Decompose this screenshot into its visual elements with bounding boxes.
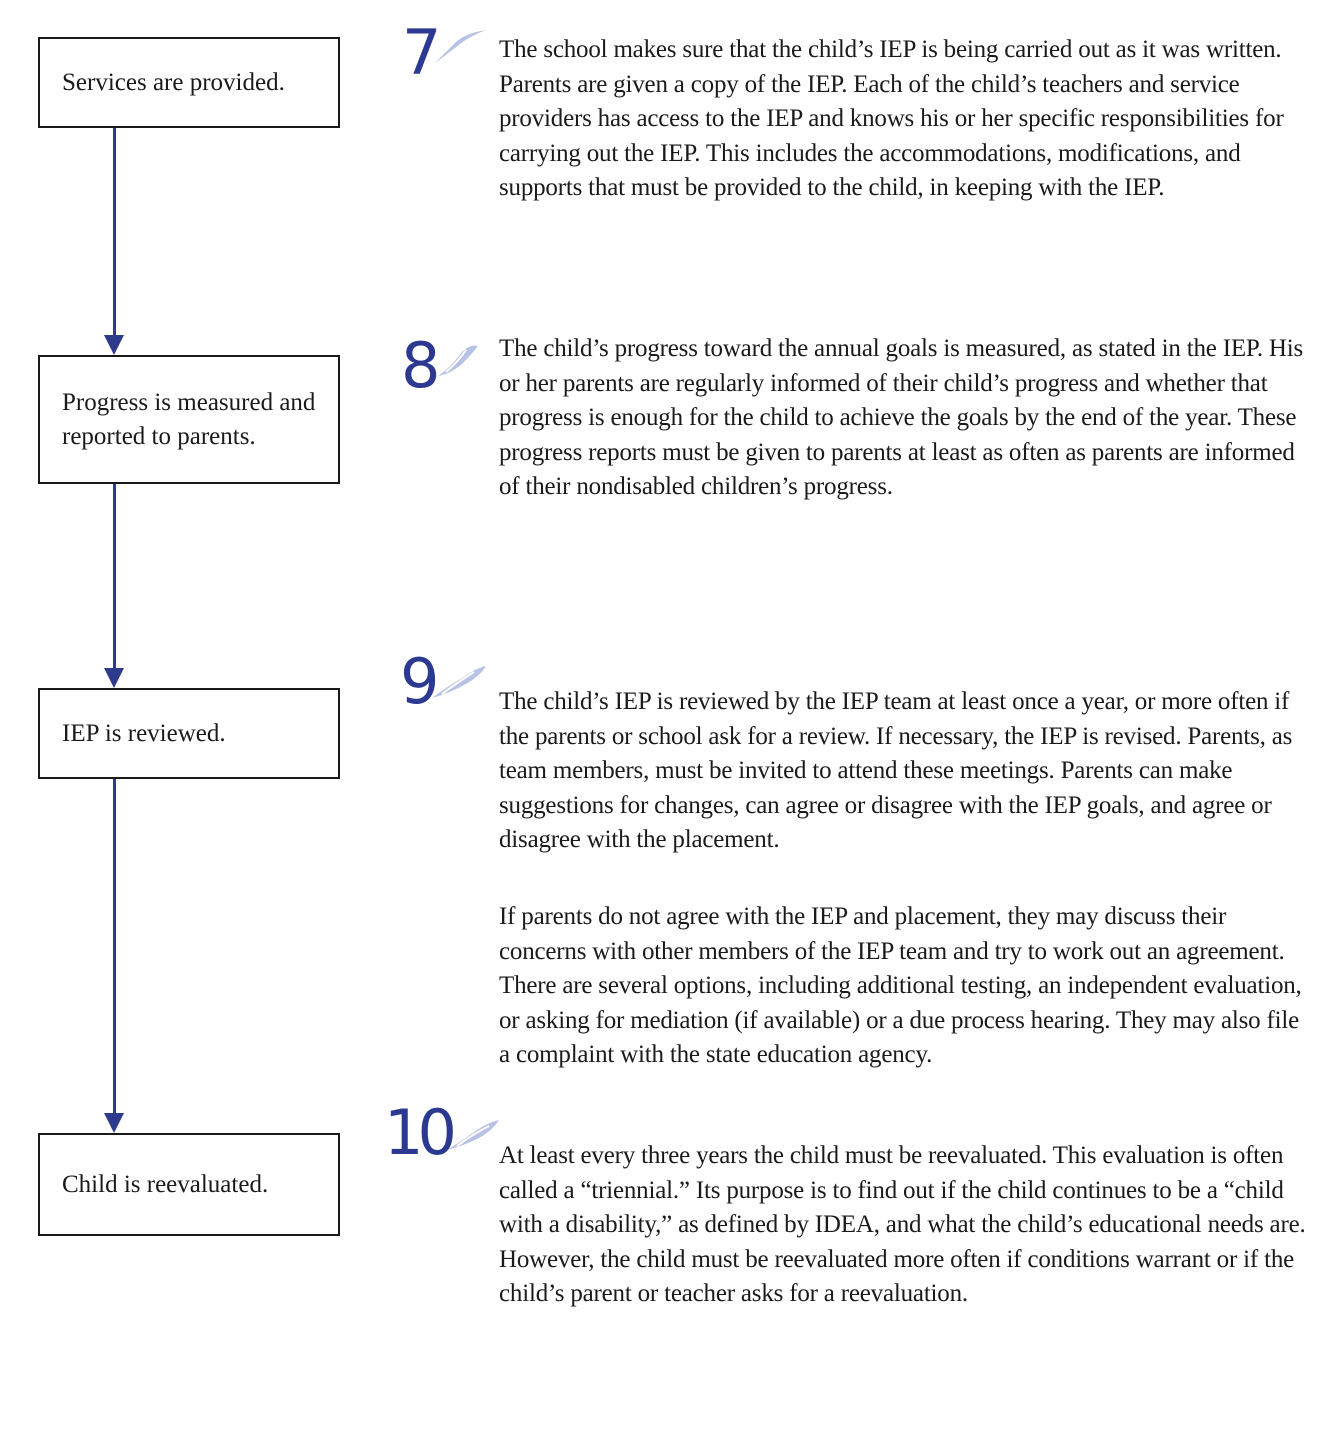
flow-box-label: Child is reevaluated. bbox=[62, 1170, 269, 1198]
swoosh-icon bbox=[438, 345, 478, 376]
step-paragraph: The child’s IEP is reviewed by the IEP t… bbox=[499, 688, 1293, 854]
step-paragraph: At least every three years the child mus… bbox=[499, 1142, 1306, 1308]
flow-arrow bbox=[104, 779, 124, 1133]
step-number: 9 bbox=[400, 645, 440, 718]
flow-box-child-reevaluated: Child is reevaluated. bbox=[38, 1133, 340, 1236]
flow-box-label: Progress is measured and reported to par… bbox=[62, 388, 316, 450]
flow-arrow-line bbox=[113, 128, 116, 338]
flow-arrow-line bbox=[113, 484, 116, 671]
swoosh-icon bbox=[434, 30, 486, 64]
flow-box-progress-measured: Progress is measured and reported to par… bbox=[38, 355, 340, 484]
arrow-down-icon bbox=[104, 335, 124, 355]
flow-box-iep-reviewed: IEP is reviewed. bbox=[38, 688, 340, 779]
flow-arrow bbox=[104, 128, 124, 355]
swoosh-icon bbox=[432, 666, 486, 698]
flow-box-label: Services are provided. bbox=[62, 68, 285, 96]
step-number: 8 bbox=[401, 329, 441, 402]
flow-arrow-line bbox=[113, 779, 116, 1116]
step-paragraph: The school makes sure that the child’s I… bbox=[499, 36, 1284, 202]
arrow-down-icon bbox=[104, 668, 124, 688]
step-paragraph: The child’s progress toward the annual g… bbox=[499, 335, 1304, 501]
flow-box-label: IEP is reviewed. bbox=[62, 719, 226, 747]
step-number: 10 bbox=[384, 1096, 457, 1169]
step-number: 7 bbox=[402, 16, 442, 89]
flow-arrow bbox=[104, 484, 124, 688]
arrow-down-icon bbox=[104, 1113, 124, 1133]
step-paragraph: If parents do not agree with the IEP and… bbox=[499, 903, 1302, 1069]
flow-box-services-provided: Services are provided. bbox=[38, 37, 340, 128]
swoosh-icon bbox=[447, 1120, 499, 1150]
